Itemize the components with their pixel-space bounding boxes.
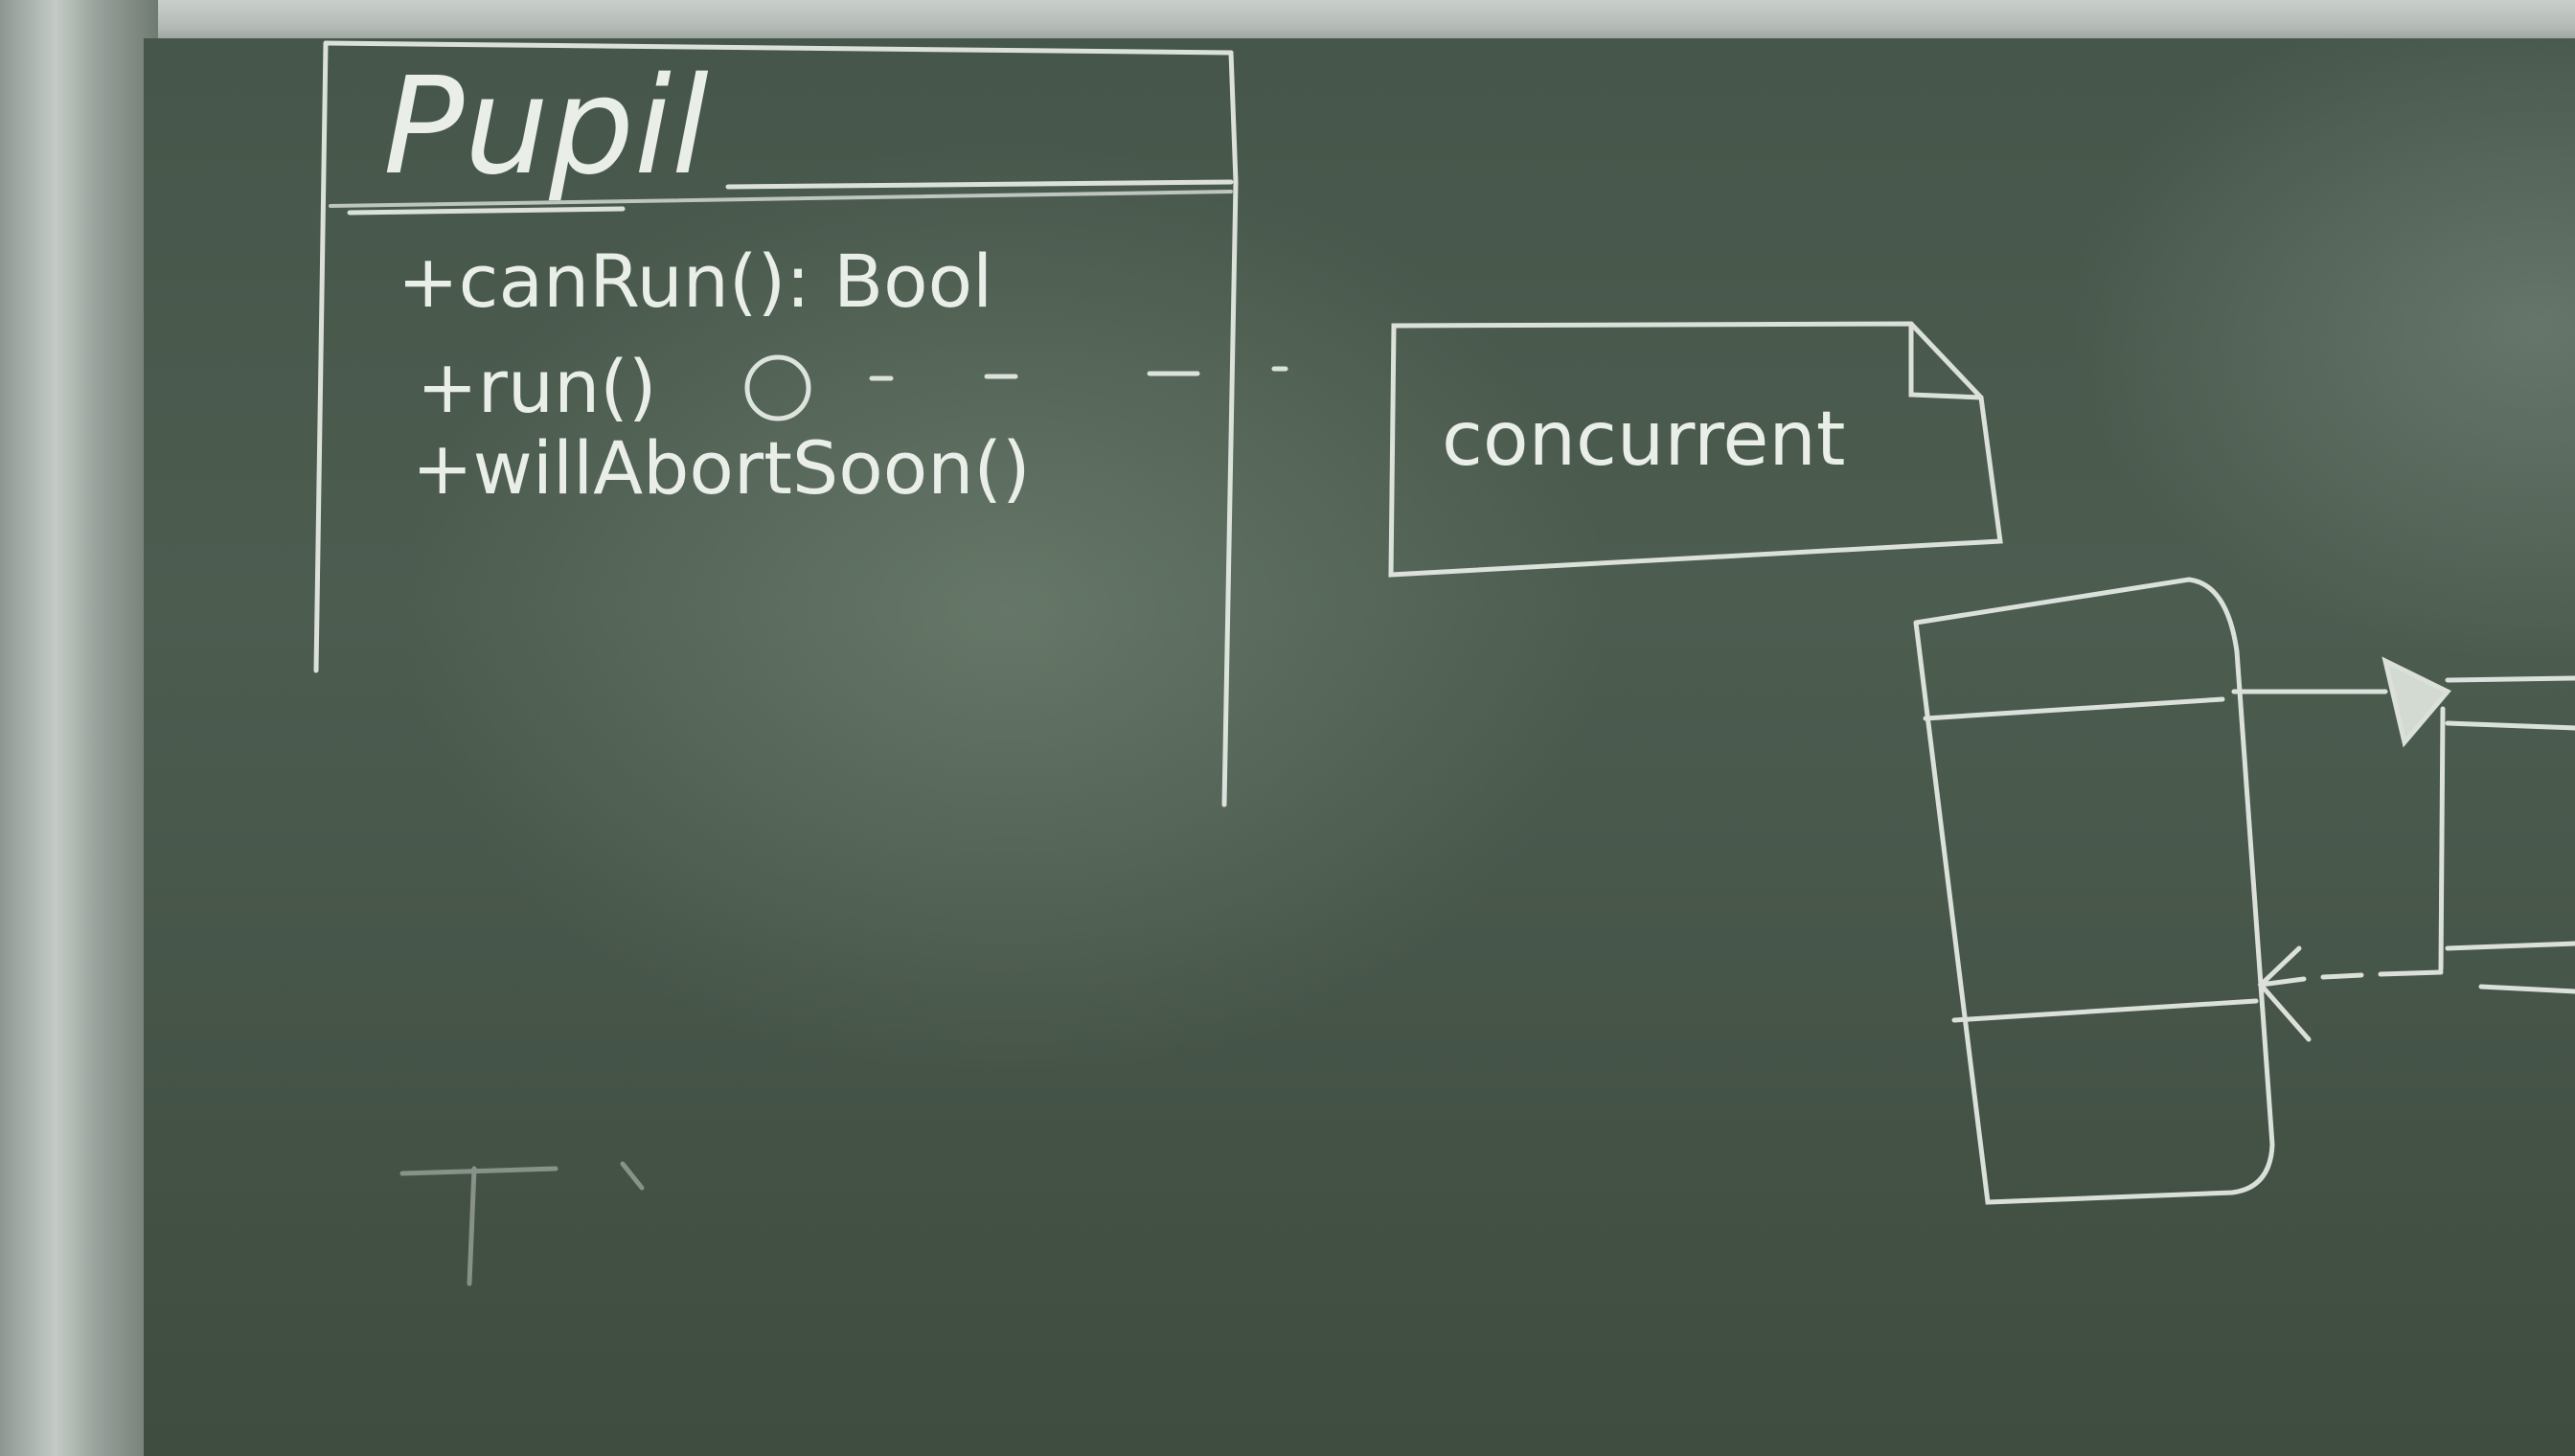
association-arrow (2231, 656, 2575, 994)
board-frame-left (0, 0, 158, 1456)
method-willabortsoon: +willAbortSoon() (412, 425, 1031, 511)
chalkboard (144, 38, 2575, 1456)
note-connector-dashed (869, 366, 1288, 381)
partial-class-box (1913, 577, 2275, 1205)
interface-lollipop-icon (744, 354, 811, 421)
dependency-arrow (2257, 945, 2444, 1042)
method-canrun: +canRun(): Bool (398, 239, 992, 324)
method-run: +run() (417, 344, 657, 429)
note-box (1388, 321, 2003, 578)
uml-class-box (313, 40, 1239, 808)
note-text: concurrent (1442, 397, 1845, 483)
class-name: Pupil (383, 49, 709, 205)
erased-scribble (399, 1161, 645, 1286)
